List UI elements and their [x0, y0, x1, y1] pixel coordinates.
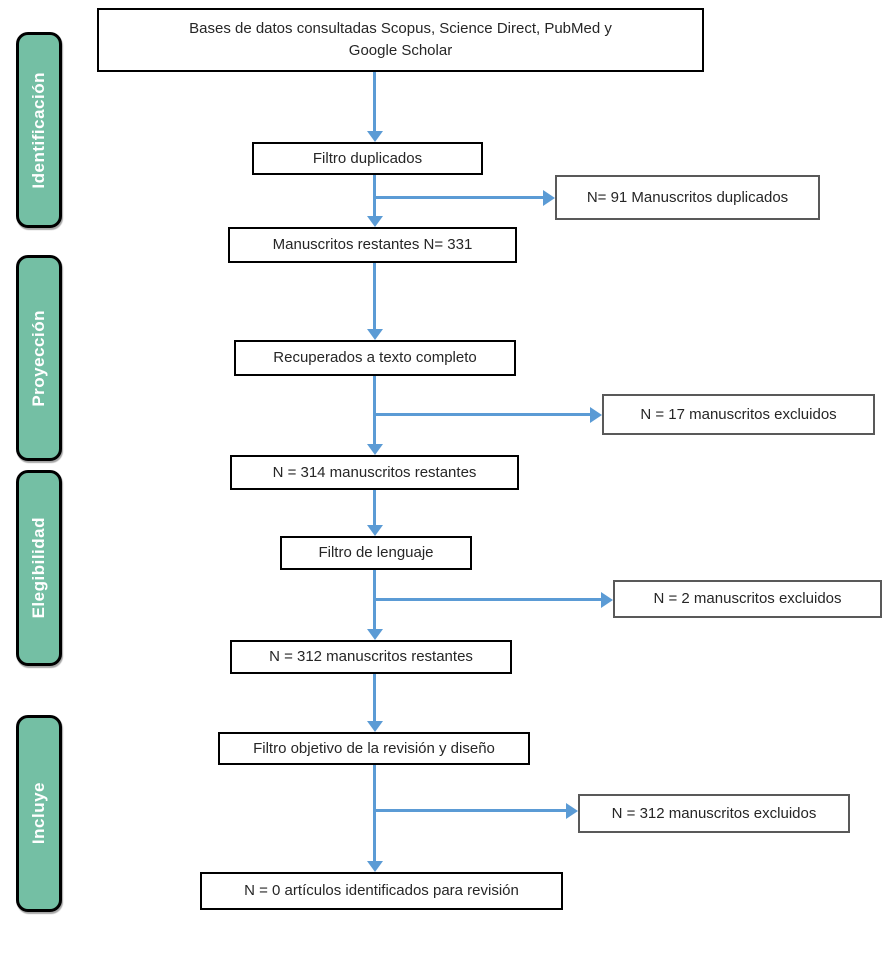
side-excluded-312: N = 312 manuscritos excluidos: [578, 794, 850, 833]
node-filter-objective: Filtro objetivo de la revisión y diseño: [218, 732, 530, 765]
arrow-line-fulltext-to-314: [373, 376, 376, 445]
stage-included-label: Incluye: [29, 782, 48, 845]
node-remaining-314: N = 314 manuscritos restantes: [230, 455, 519, 490]
node-included-for-review: N = 0 artículos identificados para revis…: [200, 872, 563, 910]
stage-identification-label: Identificación: [29, 71, 48, 189]
stage-screening-label: Proyección: [29, 309, 48, 407]
node-filter-language: Filtro de lenguaje: [280, 536, 472, 570]
arrowhead-right-17-icon: [590, 407, 602, 423]
node-remaining-331: Manuscritos restantes N= 331: [228, 227, 517, 263]
arrowhead-down-331-icon: [367, 216, 383, 227]
arrowhead-down-language-icon: [367, 525, 383, 536]
stage-included: Incluye: [16, 715, 62, 912]
arrow-line-branch-duplicates: [373, 196, 543, 199]
stage-identification: Identificación: [16, 32, 62, 228]
stage-screening: Proyección: [16, 255, 62, 461]
arrow-line-branch-312: [373, 809, 566, 812]
node-filter-duplicates: Filtro duplicados: [252, 142, 483, 175]
arrow-line-branch-17: [373, 413, 590, 416]
node-remaining-312: N = 312 manuscritos restantes: [230, 640, 512, 674]
arrow-line-source-to-duplicates: [373, 72, 376, 132]
arrowhead-right-312-icon: [566, 803, 578, 819]
arrow-line-312-to-objective: [373, 674, 376, 722]
arrowhead-down-duplicates-icon: [367, 131, 383, 142]
arrowhead-right-duplicates-icon: [543, 190, 555, 206]
arrowhead-down-objective-icon: [367, 721, 383, 732]
arrowhead-down-312-icon: [367, 629, 383, 640]
arrow-line-331-to-fulltext: [373, 263, 376, 330]
node-databases-label: Bases de datos consultadas Scopus, Scien…: [189, 20, 612, 59]
stage-eligibility-label: Elegibilidad: [29, 517, 48, 619]
arrowhead-down-314-icon: [367, 444, 383, 455]
arrowhead-down-included-icon: [367, 861, 383, 872]
arrow-line-branch-2: [373, 598, 601, 601]
arrowhead-down-fulltext-icon: [367, 329, 383, 340]
side-excluded-17: N = 17 manuscritos excluidos: [602, 394, 875, 435]
side-duplicates-91: N= 91 Manuscritos duplicados: [555, 175, 820, 220]
side-excluded-2: N = 2 manuscritos excluidos: [613, 580, 882, 618]
stage-eligibility: Elegibilidad: [16, 470, 62, 666]
arrowhead-right-2-icon: [601, 592, 613, 608]
node-fulltext-retrieved: Recuperados a texto completo: [234, 340, 516, 376]
arrow-line-314-to-language: [373, 490, 376, 526]
arrow-line-objective-to-included: [373, 765, 376, 862]
node-databases: Bases de datos consultadas Scopus, Scien…: [97, 8, 704, 72]
